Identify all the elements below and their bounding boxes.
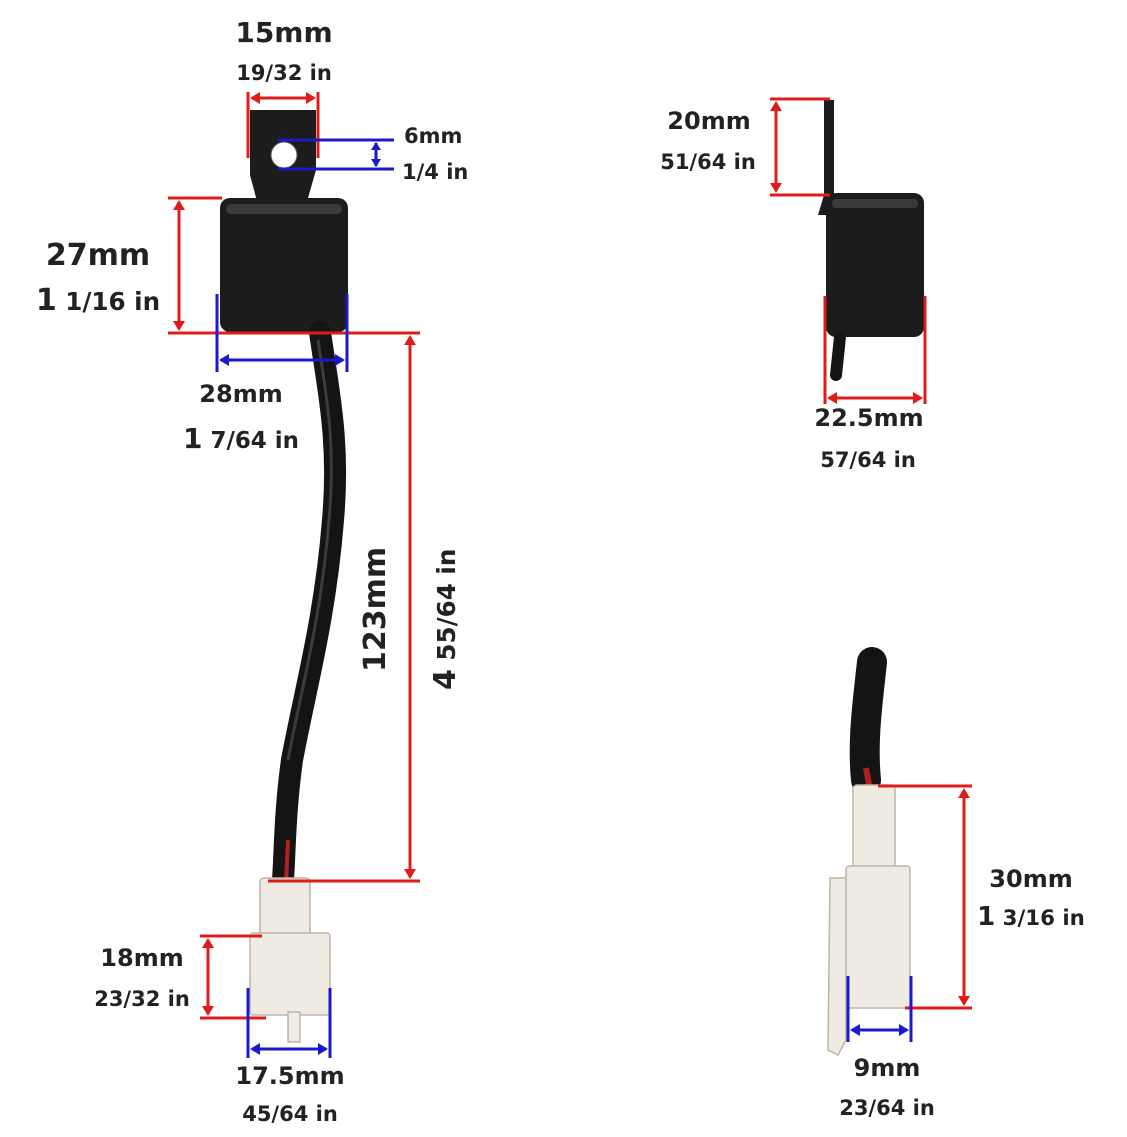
dim-plug-height (200, 934, 266, 1020)
connector-collar (852, 784, 896, 871)
dim-connector-length (878, 784, 972, 1010)
connector-length-mm: 30mm (989, 865, 1073, 893)
relay-side-view (770, 97, 927, 404)
connector-width-in: 23/64 in (839, 1096, 935, 1120)
connector-length-in: 1 3/16 in (977, 902, 1085, 932)
connector-side-view (827, 647, 972, 1056)
relay-body (220, 198, 348, 332)
dim-side-depth (823, 296, 927, 404)
hole-mm: 6mm (404, 124, 463, 148)
body-height-in: 1 1/16 in (35, 283, 161, 318)
plug-width-mm: 17.5mm (235, 1062, 345, 1090)
tab-width-mm: 15mm (235, 16, 333, 49)
connector-width-mm: 9mm (853, 1054, 921, 1082)
dim-side-tab (770, 97, 830, 197)
mounting-hole (270, 141, 298, 169)
dim-body-width (215, 294, 349, 372)
hole-in: 1/4 in (402, 160, 469, 184)
side-tab-mm: 20mm (667, 107, 751, 135)
dim-cable-length (268, 335, 420, 883)
dim-body-height (168, 196, 420, 335)
body-width-mm: 28mm (199, 380, 283, 408)
tab-width-in: 19/32 in (236, 61, 332, 85)
plug-width-in: 45/64 in (242, 1102, 338, 1126)
dim-plug-width (246, 988, 332, 1058)
plug-body (249, 932, 331, 1016)
connector-housing (845, 865, 911, 1009)
side-tab-in: 51/64 in (660, 150, 756, 174)
body-width-in: 1 7/64 in (183, 422, 299, 455)
dim-connector-width (846, 976, 913, 1042)
dim-hole (278, 138, 394, 171)
plug-height-mm: 18mm (100, 944, 184, 972)
plug-height-in: 23/32 in (94, 987, 190, 1011)
side-body (826, 193, 924, 337)
plug-top (259, 877, 311, 937)
cable-length-mm: 123mm (358, 546, 393, 672)
cable-length-in: 4 55/64 in (428, 548, 463, 690)
side-depth-in: 57/64 in (820, 448, 916, 472)
cable (272, 321, 347, 891)
side-tab (818, 100, 834, 215)
connector-cable (849, 647, 887, 795)
body-height-mm: 27mm (45, 238, 151, 273)
side-depth-mm: 22.5mm (814, 404, 924, 432)
connector-latch (827, 877, 847, 1056)
dim-tab-width (246, 92, 320, 158)
relay-left (168, 92, 420, 1058)
